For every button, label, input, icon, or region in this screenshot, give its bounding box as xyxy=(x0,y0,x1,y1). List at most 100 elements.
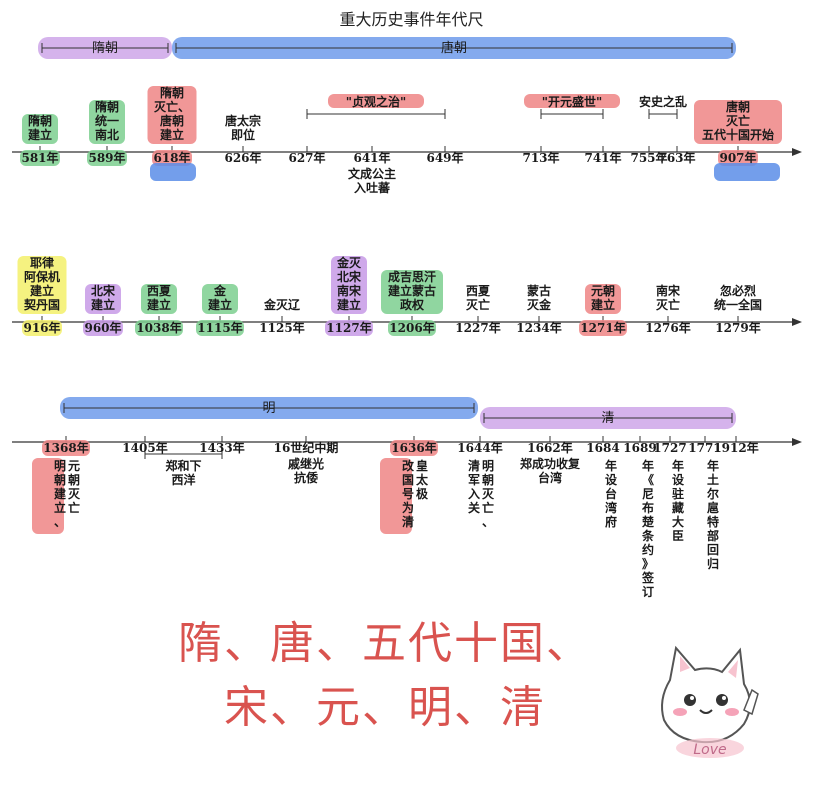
year-highlight xyxy=(83,320,123,336)
event-char: 清 xyxy=(402,514,414,529)
event-char: 藏 xyxy=(672,500,684,515)
year-label: 1234年 xyxy=(516,320,561,335)
year-label: 1644年 xyxy=(457,440,502,455)
event-char: 年 xyxy=(642,458,654,473)
event-highlight xyxy=(381,270,443,314)
event-char: 设 xyxy=(605,472,618,487)
event-char: 立 xyxy=(54,500,66,515)
event-label: 灭亡 xyxy=(655,297,680,312)
event-label: 戚继光 xyxy=(288,456,324,471)
year-label: 626年 xyxy=(224,150,261,165)
year-label: 1662年 xyxy=(527,440,572,455)
year-label: 755年 xyxy=(630,150,667,165)
event-label: 南宋 xyxy=(337,283,362,298)
event-char: 府 xyxy=(605,514,617,529)
event-label: 忽必烈 xyxy=(720,283,756,298)
year-label: 1689 xyxy=(623,441,656,455)
event-char: 回 xyxy=(707,543,719,557)
event-char: 尔 xyxy=(707,486,719,501)
year-label: 589年 xyxy=(88,150,125,165)
event-label: 台湾 xyxy=(538,470,562,485)
axis-arrow xyxy=(792,148,802,156)
event-label: 金灭辽 xyxy=(263,297,301,312)
event-label: 灭亡、 xyxy=(153,99,190,114)
event-label: 灭金 xyxy=(526,297,552,312)
cat-icon: Love xyxy=(661,645,759,758)
range-label: 西洋 xyxy=(171,472,195,487)
event-label: 唐朝 xyxy=(726,99,750,114)
event-char: 湾 xyxy=(605,500,617,515)
year-highlight xyxy=(42,440,90,456)
event-char: 元 xyxy=(68,459,80,473)
event-char: 尼 xyxy=(642,487,654,501)
year-label: 618年 xyxy=(153,150,190,165)
event-label: 灭亡 xyxy=(725,113,750,128)
event-label: 建立 xyxy=(159,127,184,142)
event-char: 朝 xyxy=(68,472,80,487)
year-label: 741年 xyxy=(584,150,621,165)
event-char: 台 xyxy=(605,486,617,501)
range-highlight xyxy=(328,94,424,108)
event-label: 即位 xyxy=(231,127,255,142)
event-char: 皇 xyxy=(416,458,428,473)
event-highlight xyxy=(694,100,782,144)
event-label: 入吐蕃 xyxy=(354,180,391,195)
year-label: 627年 xyxy=(288,150,325,165)
event-char: 部 xyxy=(707,528,719,543)
event-highlight xyxy=(141,284,177,314)
event-label: 契丹国 xyxy=(23,297,60,312)
event-highlight xyxy=(331,256,367,314)
event-char: 亡 xyxy=(482,500,494,515)
event-highlight xyxy=(89,100,125,144)
event-label: 建立 xyxy=(590,297,615,312)
event-label: 元朝 xyxy=(591,283,615,298)
event-char: 归 xyxy=(707,556,719,571)
year-label: 1912年 xyxy=(713,440,758,455)
event-char: 条 xyxy=(641,528,655,543)
year-label: 713年 xyxy=(522,150,559,165)
event-char: 朝 xyxy=(482,472,494,487)
event-label: 建立蒙古 xyxy=(387,283,436,298)
event-label: 郑成功收复 xyxy=(520,456,581,471)
event-char: 臣 xyxy=(672,529,684,543)
event-char: 年 xyxy=(707,458,719,473)
period-label: 隋朝 xyxy=(92,41,118,56)
event-char: 建 xyxy=(53,486,67,501)
year-label: 1115年 xyxy=(197,320,242,335)
event-char: 扈 xyxy=(707,500,719,515)
axis-arrow xyxy=(792,318,802,326)
year-highlight xyxy=(22,320,62,336)
year-label: 1636年 xyxy=(391,440,436,455)
event-char: 、 xyxy=(482,515,494,529)
event-label: 五代十国开始 xyxy=(702,127,774,142)
event-label: 建立 xyxy=(207,297,232,312)
event-char: 》 xyxy=(642,556,654,571)
event-label: 成吉思汗 xyxy=(388,269,436,284)
year-label: 907年 xyxy=(719,150,756,165)
swatch-blue xyxy=(150,163,196,181)
year-highlight xyxy=(20,150,60,166)
year-highlight xyxy=(390,440,438,456)
event-highlight xyxy=(22,114,58,144)
event-label: 阿保机 xyxy=(24,269,60,284)
year-highlight xyxy=(152,150,192,166)
event-highlight xyxy=(202,284,238,314)
year-label: 1433年 xyxy=(199,440,244,455)
event-label: 抗倭 xyxy=(294,470,319,485)
event-label: 金灭 xyxy=(336,255,362,270)
year-label: 763年 xyxy=(658,150,695,165)
dynasty-summary-line-1: 隋、唐、五代十国、 xyxy=(178,618,592,669)
event-label: 南北 xyxy=(95,127,119,142)
year-highlight xyxy=(325,320,373,336)
event-char: 为 xyxy=(402,500,414,515)
event-char: 《 xyxy=(642,472,654,487)
event-label: 隋朝 xyxy=(28,113,52,128)
year-label: 649年 xyxy=(426,150,463,165)
event-char: 土 xyxy=(707,472,719,487)
year-label: 916年 xyxy=(23,320,60,335)
event-label: 北宋 xyxy=(337,269,362,284)
event-highlight xyxy=(85,284,121,314)
event-char: 号 xyxy=(402,486,414,501)
year-label: 1771 xyxy=(688,441,721,455)
